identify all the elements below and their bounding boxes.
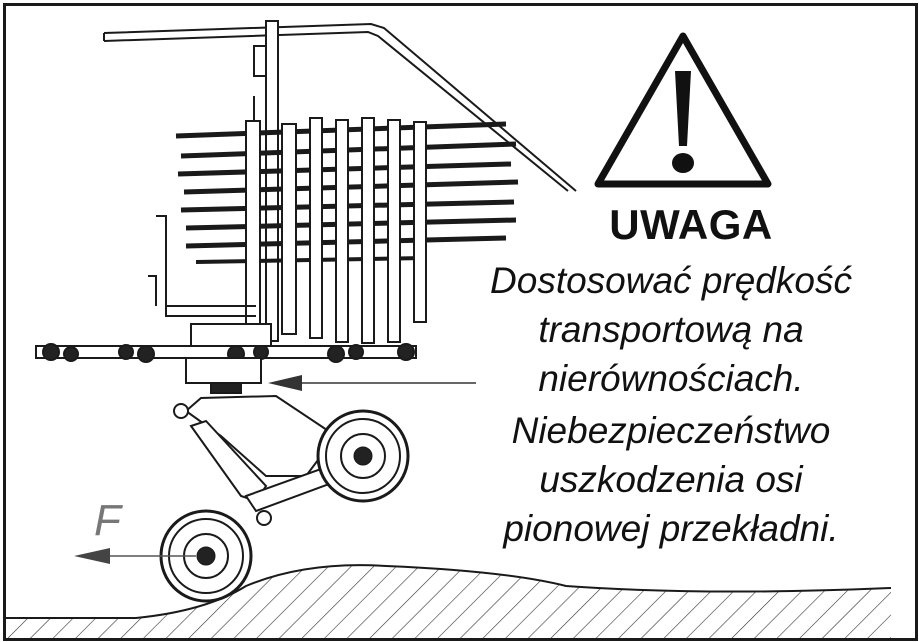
rake-diagram [6, 20, 892, 638]
message-line: uszkodzenia osi [539, 459, 803, 500]
message-line: Dostosować prędkość [490, 260, 852, 301]
warning-heading: UWAGA [609, 201, 773, 248]
warning-message-speed: Dostosować prędkość transportową na nier… [436, 256, 906, 403]
side-bracket [148, 215, 256, 317]
rear-wheel [316, 409, 410, 503]
warning-message-danger: Niebezpieczeństwo uszkodzenia osi pionow… [436, 406, 906, 553]
message-line: Niebezpieczeństwo [511, 410, 831, 451]
message-line: nierównościach. [538, 358, 804, 399]
gearbox [185, 323, 272, 394]
warning-panel: UWAGA Dostosować prędkość transportową n… [3, 3, 918, 641]
front-wheel [159, 509, 253, 603]
force-arrow [74, 548, 196, 564]
ground-terrain [6, 564, 892, 638]
gearbox-pointer-arrow [268, 375, 476, 391]
top-frame-bar [103, 22, 577, 192]
warning-triangle-exclamation-icon [594, 32, 772, 188]
message-line: transportową na [538, 309, 804, 350]
force-label: F [94, 496, 121, 545]
message-line: pionowej przekładni. [503, 508, 839, 549]
